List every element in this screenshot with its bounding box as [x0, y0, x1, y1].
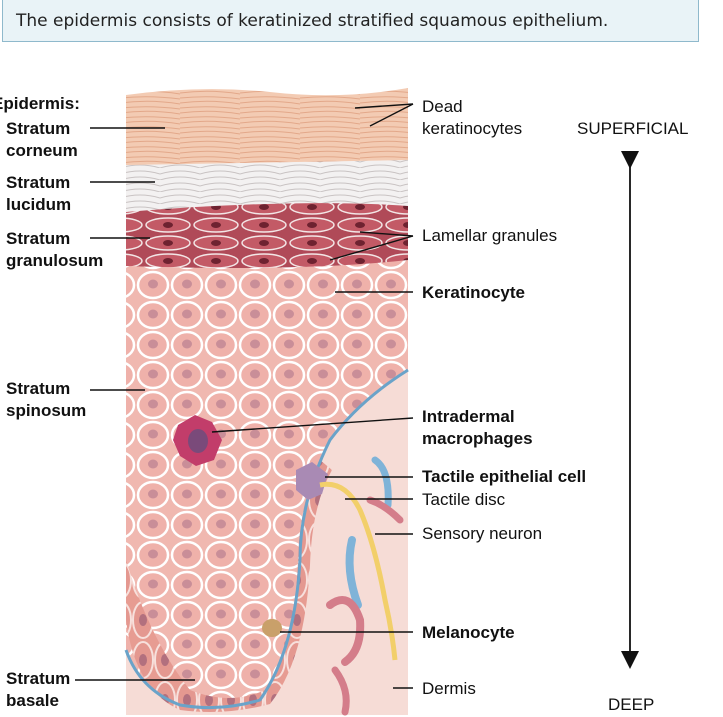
label-sensory-neuron: Sensory neuron [422, 523, 542, 544]
label-intradermal-2: macrophages [422, 428, 533, 449]
label-stratum-basale-2: basale [6, 690, 59, 711]
label-stratum-basale-1: Stratum [6, 668, 70, 689]
label-dead-2: keratinocytes [422, 118, 522, 139]
stratum-corneum-layer [126, 88, 408, 170]
label-intradermal-1: Intradermal [422, 406, 515, 427]
label-stratum-spinosum-2: spinosum [6, 400, 86, 421]
label-tactile-epithelial-cell: Tactile epithelial cell [422, 466, 586, 487]
label-stratum-lucidum-1: Stratum [6, 172, 70, 193]
stratum-granulosum-layer [126, 203, 408, 268]
label-stratum-lucidum-2: lucidum [6, 194, 71, 215]
label-keratinocyte: Keratinocyte [422, 282, 525, 303]
label-dead-1: Dead [422, 96, 463, 117]
label-dermis: Dermis [422, 678, 476, 699]
label-stratum-corneum-1: Stratum [6, 118, 70, 139]
label-epidermis: Epidermis: [0, 93, 80, 114]
label-lamellar-granules: Lamellar granules [422, 225, 557, 246]
label-melanocyte: Melanocyte [422, 622, 515, 643]
melanocyte-cell [262, 619, 282, 637]
label-stratum-granulosum-2: granulosum [6, 250, 103, 271]
label-tactile-disc: Tactile disc [422, 489, 505, 510]
label-superficial: SUPERFICIAL [577, 118, 688, 139]
label-stratum-corneum-2: corneum [6, 140, 78, 161]
label-deep: DEEP [608, 694, 654, 715]
label-stratum-granulosum-1: Stratum [6, 228, 70, 249]
label-stratum-spinosum-1: Stratum [6, 378, 70, 399]
macrophage-nucleus [188, 429, 208, 453]
